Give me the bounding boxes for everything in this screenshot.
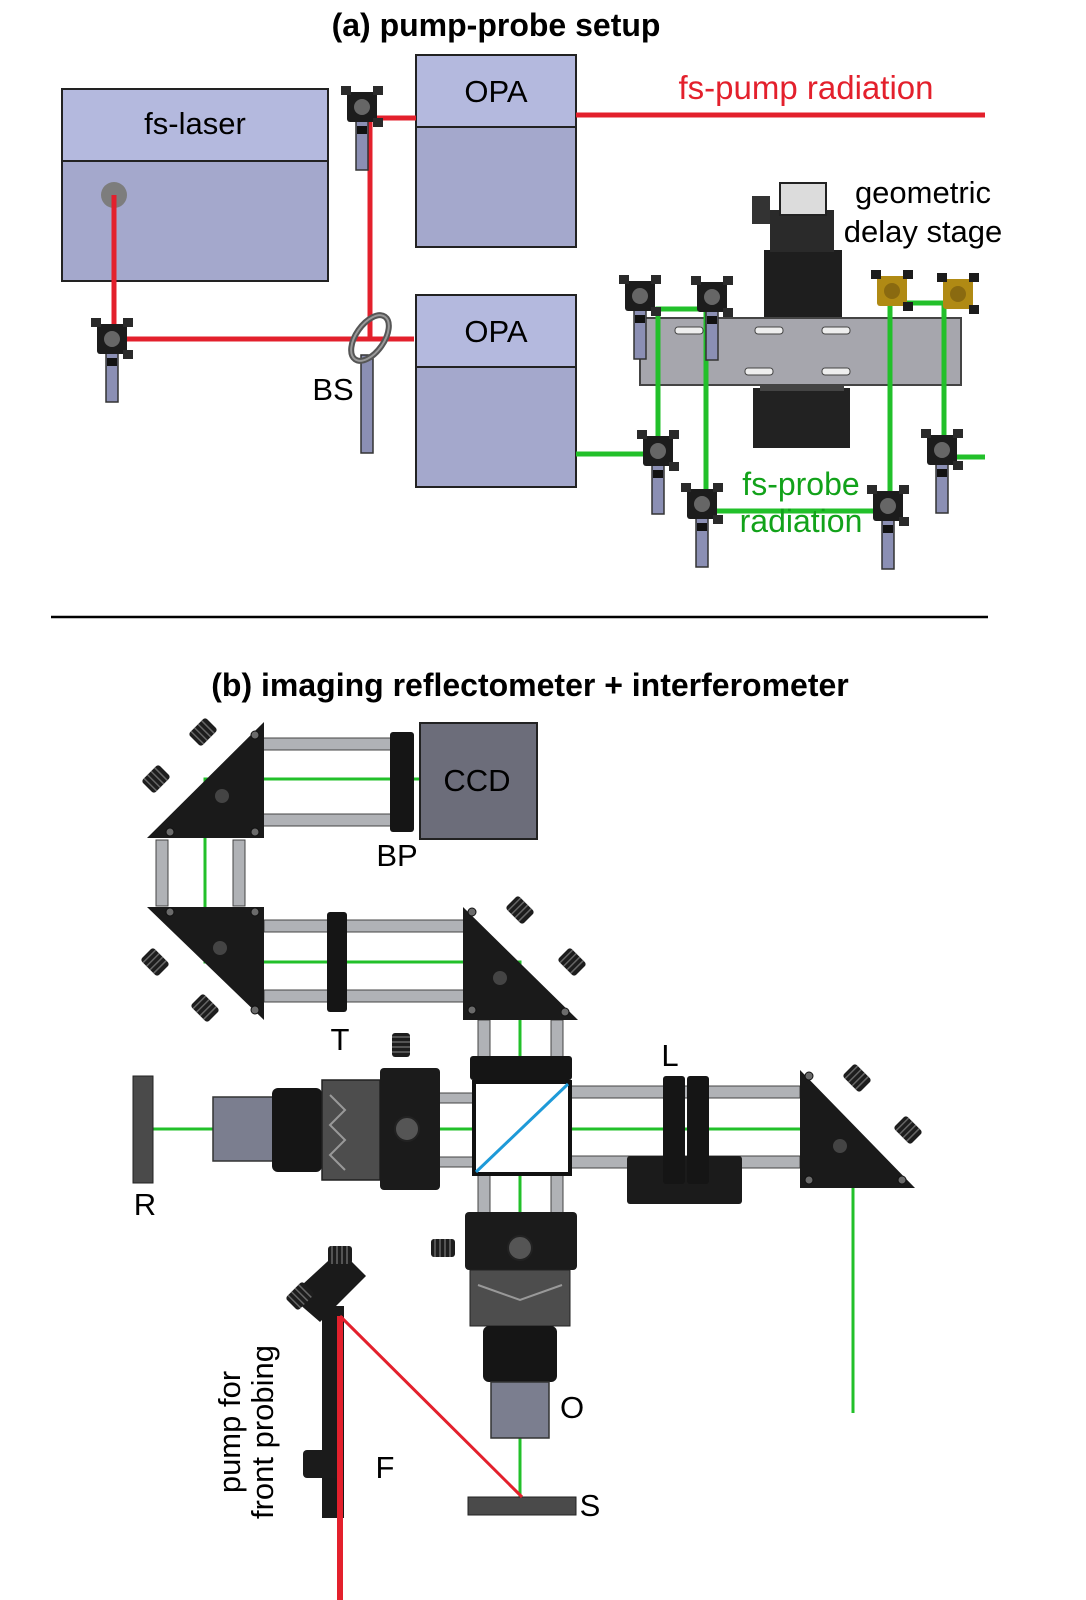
- filter-holder: [470, 1056, 572, 1080]
- delay-stage-label-line2: delay stage: [844, 214, 1003, 249]
- fs-probe-label-line2: radiation: [740, 503, 863, 539]
- ccd-label: CCD: [443, 763, 510, 798]
- pump-front-label-line2: front probing: [245, 1345, 280, 1519]
- t-label: T: [331, 1022, 350, 1057]
- lens-l: [627, 1076, 742, 1204]
- tube-lens: [327, 912, 347, 1012]
- beam-splitter-icon: [348, 312, 392, 454]
- o-label: O: [560, 1390, 584, 1425]
- mirror-mount-icon: [636, 429, 680, 515]
- right-angle-mirror-mount: [463, 894, 588, 1020]
- mirror-mount-icon: [680, 482, 724, 568]
- fs-laser-label: fs-laser: [144, 106, 246, 141]
- mirror-mount-icon: [866, 484, 910, 570]
- delay-stage: [639, 182, 962, 448]
- r-label: R: [134, 1187, 156, 1222]
- delay-stage-label-line1: geometric: [855, 175, 991, 210]
- ccd-camera: [419, 722, 538, 840]
- sample: [467, 1496, 577, 1516]
- fs-pump-label: fs-pump radiation: [679, 69, 934, 106]
- s-label: S: [580, 1488, 601, 1523]
- right-angle-mirror-mount: [139, 907, 264, 1024]
- mirror-mount-icon: [340, 85, 384, 171]
- objective-o: [430, 1212, 577, 1439]
- fs-probe-label-line1: fs-probe: [742, 466, 859, 502]
- panel-a-title: (a) pump-probe setup: [332, 7, 661, 43]
- mirror-mount-icon: [90, 317, 134, 403]
- mirror-mount-icon: [871, 270, 913, 311]
- bp-label: BP: [376, 838, 417, 873]
- pump-beam-front: [337, 1314, 524, 1600]
- pump-front-label: pump for front probing: [212, 1345, 280, 1519]
- opa-bottom-box: [415, 294, 577, 488]
- right-angle-mirror-mount: [140, 716, 264, 838]
- beamsplitter-cube: [472, 1080, 572, 1176]
- opa-bottom-label: OPA: [464, 314, 527, 349]
- bandpass-filter: [390, 732, 414, 832]
- right-angle-mirror-mount: [800, 1062, 924, 1188]
- opa-top-box: [415, 54, 577, 248]
- reference-objective: [212, 1032, 440, 1190]
- panel-b-title: (b) imaging reflectometer + interferomet…: [211, 667, 848, 703]
- opa-top-label: OPA: [464, 74, 527, 109]
- fs-laser-box: [61, 88, 329, 282]
- reference-mirror: [132, 1075, 154, 1184]
- bs-label: BS: [312, 372, 353, 407]
- f-label: F: [376, 1450, 395, 1485]
- pump-rail: [284, 1245, 366, 1518]
- l-label: L: [661, 1038, 678, 1073]
- pump-front-label-line1: pump for: [212, 1371, 247, 1493]
- mirror-mount-icon: [920, 428, 964, 514]
- probe-beam-path: [576, 300, 985, 514]
